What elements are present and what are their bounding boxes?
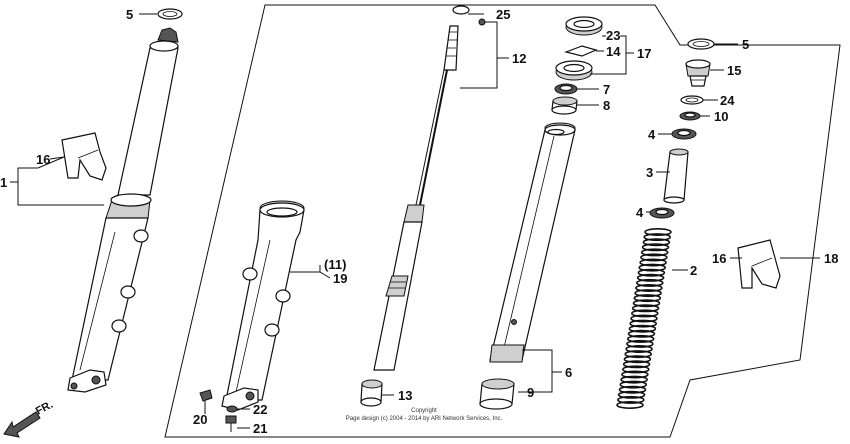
spring-coil [637,268,666,277]
spring-coil [617,390,646,399]
spring-coil [636,273,665,282]
spring-coil [616,395,645,404]
callout-4-upper: 4 [648,127,656,142]
o-ring-right [687,38,715,50]
stopper-ring-14 [563,45,598,57]
spring-coil [633,294,662,303]
callout-15: 15 [727,63,741,78]
callout-8: 8 [603,98,610,113]
spring-coil [621,365,650,374]
callout-5-right: 5 [742,37,749,52]
spring-coil [629,319,658,328]
callout-10: 10 [714,109,728,124]
callout-16-right: 16 [712,251,726,266]
callout-4-lower: 4 [636,205,644,220]
damper-rod-assembly [373,25,459,371]
front-direction-label: FR. [34,399,55,418]
copyright-notice: Copyright Page design (c) 2004 - 2014 by… [346,408,503,422]
callout-12: 12 [512,51,526,66]
copyright-line-2: Page design (c) 2004 - 2014 by ARI Netwo… [346,416,503,422]
callout-1: 1 [0,175,7,190]
spring-seat-washer [680,95,704,105]
oil-lock-piece [360,379,383,407]
spring-coil [635,278,664,287]
fork-spring [616,228,672,409]
assembly-boundary [164,4,841,438]
spring-coil [640,253,668,262]
copyright-line-1: Copyright [411,408,437,414]
callout-13: 13 [398,388,412,403]
fork-cap-bolt [685,59,711,87]
spring-coil [628,324,657,333]
spring-coil [627,329,656,338]
spring-coil [623,355,652,364]
callout-25: 25 [496,7,510,22]
bleed-screw [199,389,213,410]
callout-20: 20 [193,412,207,427]
spring-coil [638,263,667,272]
guide-bushing-8 [551,96,578,115]
callout-11: (11) [324,257,346,272]
spring-coil [626,339,654,348]
leader-lines [10,13,820,429]
fork-guard-clip-right [737,239,781,289]
spring-coil [631,304,660,313]
rod-seal-washer [452,5,470,15]
back-up-ring-7 [554,83,578,95]
fork-inner-tube [489,122,576,363]
callout-5-left: 5 [126,7,133,22]
spring-coil [620,375,648,384]
spring-coil [641,243,670,252]
callout-7: 7 [603,82,610,97]
spring-coil [630,309,659,318]
spring-coil [644,228,672,237]
callout-19: 19 [333,271,347,286]
spring-coil [634,289,662,298]
callout-23: 23 [606,28,620,43]
spring-coil [640,248,669,257]
fork-guard-clip-left [61,132,107,181]
socket-bolt [225,415,237,432]
spring-coil [642,238,671,247]
slider-bushing [479,378,515,410]
oil-seal-23 [565,16,603,36]
spring-coil [626,334,655,343]
spring-coil [635,283,663,292]
spring-coil [624,350,653,359]
callout-16-left: 16 [36,152,50,167]
callout-6: 6 [565,365,572,380]
spring-coil [616,400,644,409]
front-arrow-icon [3,411,41,438]
spring-coil [621,370,649,379]
callout-2: 2 [690,263,697,278]
spring-coil [643,233,672,242]
spring-coil [632,299,661,308]
callout-22: 22 [253,402,267,417]
callout-14: 14 [606,44,621,59]
callout-9: 9 [527,385,534,400]
fork-slider-bottom-case [221,200,305,411]
oil-seal-17 [555,60,593,81]
spring-coil [625,344,653,353]
spring-coil [639,258,667,267]
fork-assembly-left [67,27,179,393]
callout-3: 3 [646,165,653,180]
callout-24: 24 [720,93,735,108]
front-direction-indicator: FR. [3,399,55,438]
spring-coil [619,380,648,389]
spring-coil [618,385,647,394]
o-ring-left [157,8,183,20]
sealing-washer [226,405,238,413]
fork-spacer [663,148,689,204]
spring-coil [622,360,651,369]
spring-coil [630,314,658,323]
callout-18: 18 [824,251,838,266]
callout-labels: 5 1 16 25 12 23 14 17 7 8 5 15 24 10 4 3… [0,7,838,436]
callout-17: 17 [637,46,651,61]
rod-nut [478,18,486,26]
callout-21: 21 [253,421,267,436]
